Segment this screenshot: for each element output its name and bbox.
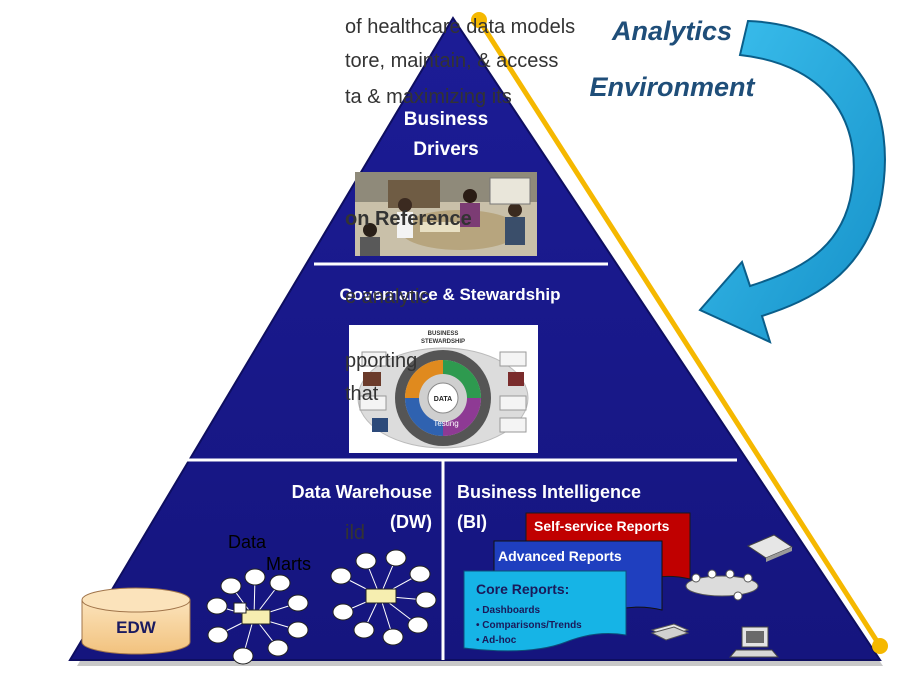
- papers-icon: [650, 623, 690, 641]
- core-item-dashboards: • Dashboards: [476, 605, 541, 616]
- core-item-comparisons: • Comparisons/Trends: [476, 620, 582, 631]
- dw-label-1: Data Warehouse: [292, 482, 432, 502]
- laptop-icon: [746, 534, 794, 562]
- tier-data-warehouse: Data Warehouse (DW) Data Marts: [81, 482, 437, 665]
- curved-arrow-icon: [698, 19, 886, 344]
- tier-business-drivers: Business Drivers: [355, 109, 537, 256]
- body-line-6: that: [345, 383, 379, 405]
- environment-title: Environment: [589, 72, 755, 102]
- stewardship-ring-word: Testing: [433, 419, 458, 428]
- stewardship-center: DATA: [434, 396, 452, 403]
- tier-governance: Governance & Stewardship BUSINESS STEWAR…: [339, 285, 561, 453]
- edw-cylinder: EDW: [81, 587, 191, 655]
- core-reports-card: Core Reports: • Dashboards • Comparisons…: [463, 570, 627, 652]
- bi-label-1: Business Intelligence: [457, 482, 641, 502]
- business-drivers-label-1: Business: [404, 109, 488, 130]
- marts-label-1: Data: [228, 532, 267, 552]
- dw-label-2: (DW): [390, 512, 432, 532]
- data-mart-cluster-2: [330, 549, 437, 646]
- body-line-7: ild: [345, 522, 366, 544]
- meeting-table-icon: [685, 569, 759, 601]
- body-line-5: pporting: [345, 350, 418, 372]
- section-heading: on Reference: [345, 208, 472, 230]
- stewardship-graphic: BUSINESS STEWARDSHIP DATA Testing: [349, 325, 538, 453]
- stewardship-title-1: BUSINESS: [428, 331, 459, 337]
- computer-icon: [728, 626, 780, 658]
- edw-label: EDW: [116, 618, 157, 637]
- marts-label-2: Marts: [266, 554, 311, 574]
- governance-label: Governance & Stewardship: [339, 285, 560, 304]
- body-line-3: ta & maximizing its: [345, 86, 512, 108]
- body-line-1: of healthcare data models: [345, 16, 576, 38]
- data-mart-cluster-1: [206, 568, 309, 665]
- self-service-reports-label: Self-service Reports: [534, 518, 670, 534]
- business-drivers-label-2: Drivers: [413, 139, 479, 160]
- bi-label-2: (BI): [457, 512, 487, 532]
- body-line-2: tore, maintain, & access: [345, 50, 559, 72]
- analytics-title: Analytics: [611, 16, 732, 46]
- advanced-reports-label: Advanced Reports: [498, 548, 622, 564]
- tier-business-intelligence: Business Intelligence (BI) Self-service …: [457, 482, 794, 658]
- core-reports-title: Core Reports:: [476, 581, 569, 597]
- core-item-adhoc: • Ad-hoc: [476, 635, 517, 646]
- stewardship-title-2: STEWARDSHIP: [421, 339, 465, 345]
- business-meeting-image: [355, 172, 537, 256]
- gold-indicator-line: [471, 12, 888, 654]
- body-line-4: e analytic: [345, 286, 430, 308]
